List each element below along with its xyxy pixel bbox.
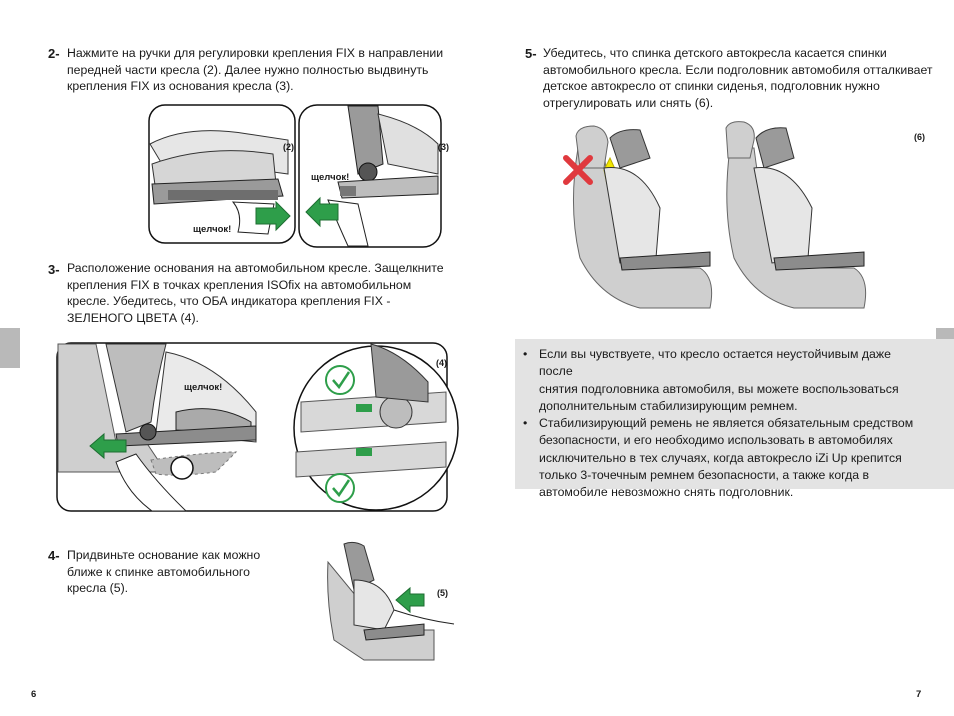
step-4-number: 4- — [48, 548, 60, 563]
bullet: • — [523, 416, 528, 431]
step-3-number: 3- — [48, 262, 60, 277]
note-item: • Стабилизирующий ремень не является обяз… — [523, 415, 918, 501]
step-5-number: 5- — [525, 46, 537, 61]
step-2-number: 2- — [48, 46, 60, 61]
note-text: Стабилизирующий ремень не является обяза… — [539, 416, 914, 500]
note-box — [515, 339, 954, 489]
figure-2-label: (2) — [283, 142, 294, 152]
figure-4-click-label: щелчок! — [184, 382, 223, 393]
figure-6-incorrect-illustration — [563, 125, 713, 309]
page-number-left: 6 — [31, 689, 37, 700]
page-number-right: 7 — [916, 689, 922, 700]
figure-6-label: (6) — [914, 132, 925, 142]
step-3-text: Расположение основания на автомобильном … — [67, 261, 444, 325]
step-5-text: Убедитесь, что спинка детского автокресл… — [543, 46, 933, 110]
figure-4-label: (4) — [436, 358, 447, 368]
figure-2-illustration — [148, 104, 296, 244]
step-4-text: Придвиньте основание как можно ближе к с… — [67, 548, 261, 595]
step-2-text: Нажмите на ручки для регулировки креплен… — [67, 46, 444, 93]
figure-5-label: (5) — [437, 588, 448, 598]
figure-5-illustration — [327, 541, 455, 661]
note-item: • Если вы чувствуете, что кресло остается… — [523, 346, 918, 415]
figure-2-click-label: щелчок! — [193, 224, 232, 235]
figure-3-click-label: щелчок! — [311, 172, 350, 183]
note-list: • Если вы чувствуете, что кресло остается… — [523, 346, 918, 502]
bullet: • — [523, 347, 528, 361]
figure-6-correct-illustration — [725, 121, 867, 309]
left-side-tab — [0, 328, 20, 368]
figure-3-illustration — [298, 104, 442, 248]
figure-4-illustration — [56, 342, 459, 512]
note-text: Если вы чувствуете, что кресло остается … — [539, 347, 899, 413]
figure-3-label: (3) — [438, 142, 449, 152]
